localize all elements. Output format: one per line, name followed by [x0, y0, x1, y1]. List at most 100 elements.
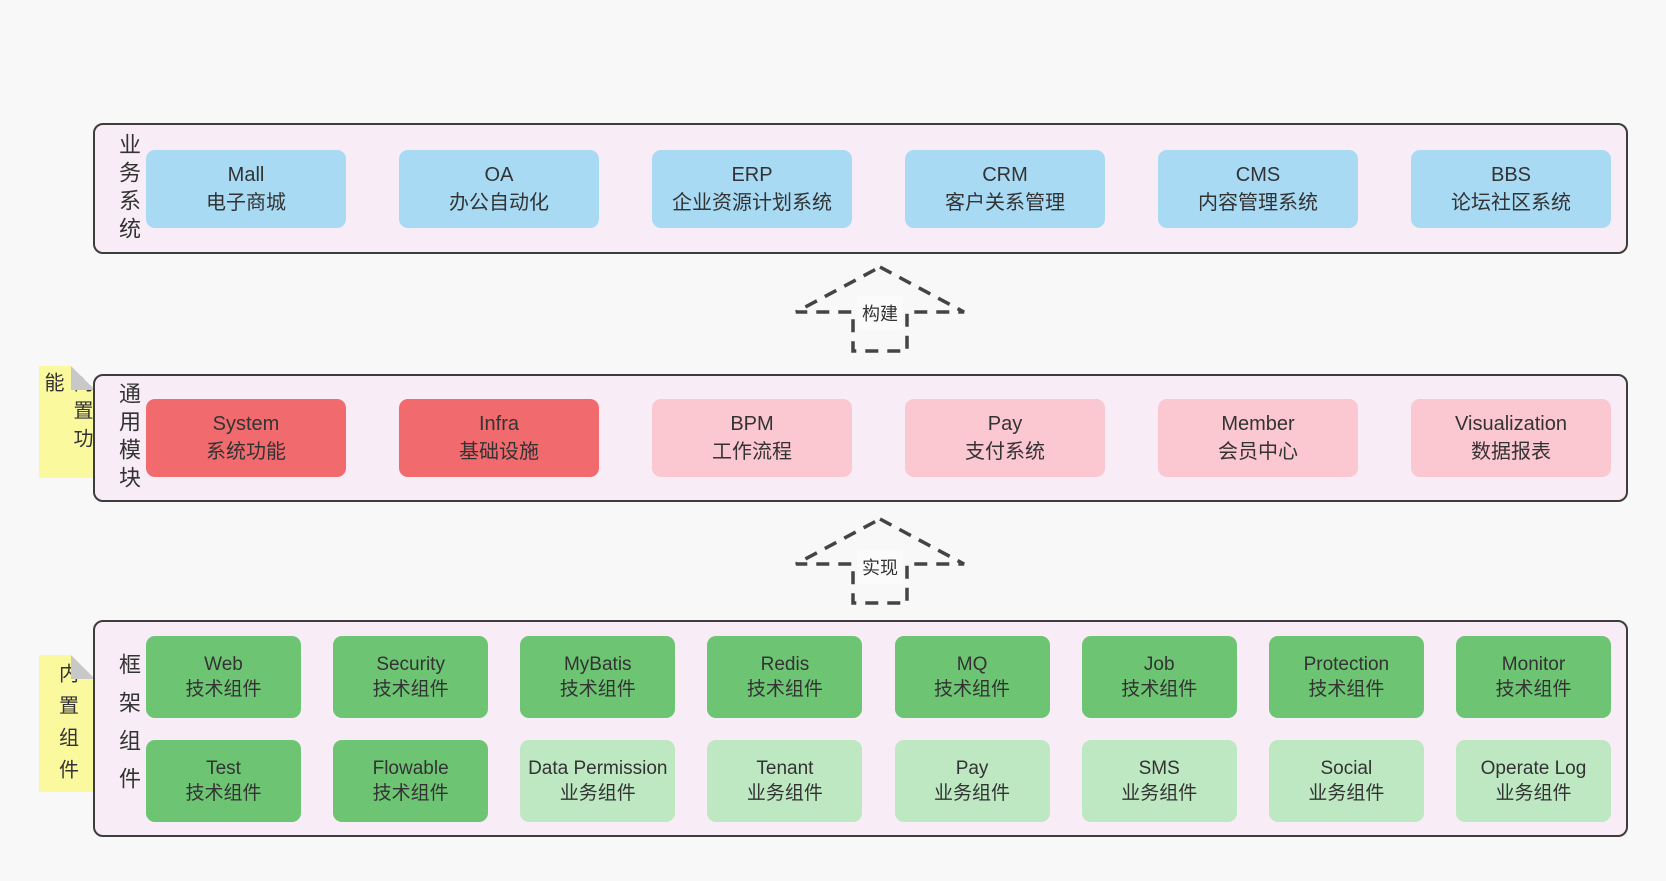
module-desc: 数据报表 — [1471, 441, 1551, 463]
band-label: 业务系统 — [116, 132, 141, 245]
module-row: Mall 电子商城 OA 办公自动化 ERP 企业资源计划系统 CRM 客户关系管理 CMS 内容… — [146, 149, 1611, 228]
module-desc: 技术组件 — [372, 678, 449, 700]
module-box-web: Web 技术组件 — [146, 635, 301, 718]
module-name: BPM — [730, 413, 774, 435]
module-box-crm: CRM 客户关系管理 — [905, 149, 1105, 228]
module-desc: 企业资源计划系统 — [672, 191, 832, 214]
module-box-system: System 系统功能 — [146, 399, 346, 477]
module-desc: 业务组件 — [559, 782, 636, 804]
dashed-up-arrow-build — [795, 265, 965, 353]
module-box-monitor: Monitor 技术组件 — [1455, 635, 1611, 718]
module-name: OA — [484, 163, 514, 186]
module-name: System — [212, 413, 280, 435]
module-desc: 技术组件 — [934, 678, 1011, 700]
sticky-note-builtin-features: 内置功能 — [39, 366, 95, 478]
module-box-visualization: Visualization 数据报表 — [1411, 399, 1611, 477]
module-box-erp: ERP 企业资源计划系统 — [652, 149, 852, 228]
module-box-oa: OA 办公自动化 — [399, 149, 599, 228]
module-box-flowable: Flowable 技术组件 — [333, 739, 489, 822]
module-name: SMS — [1138, 757, 1180, 779]
module-name: MyBatis — [563, 653, 632, 675]
module-desc: 技术组件 — [1121, 678, 1198, 700]
module-desc: 技术组件 — [372, 782, 449, 804]
module-name: Social — [1320, 757, 1373, 779]
module-desc: 会员中心 — [1218, 441, 1298, 463]
module-row: Test 技术组件 Flowable 技术组件 Data Permission 业务组件 T… — [146, 739, 1611, 822]
module-desc: 业务组件 — [934, 782, 1011, 804]
module-name: Job — [1143, 653, 1175, 675]
module-box-data-permission: Data Permission 业务组件 — [520, 739, 676, 822]
module-name: Flowable — [372, 757, 449, 779]
module-name: Data Permission — [528, 757, 668, 779]
module-desc: 论坛社区系统 — [1451, 191, 1571, 214]
module-name: Mall — [227, 163, 265, 186]
band-business-systems: 业务系统 Mall 电子商城 OA 办公自动化 ERP 企业资源计划系统 CRM 客户关系管理… — [93, 123, 1628, 254]
band-label: 通用模块 — [116, 382, 141, 494]
module-desc: 系统功能 — [206, 441, 286, 463]
up-arrow-icon — [795, 265, 965, 353]
module-desc: 基础设施 — [459, 441, 539, 463]
module-name: CMS — [1235, 163, 1281, 186]
module-name: Monitor — [1501, 653, 1566, 675]
module-name: MQ — [956, 653, 988, 675]
module-name: Pay — [955, 757, 989, 779]
module-desc: 内容管理系统 — [1198, 191, 1318, 214]
module-name: Tenant — [756, 757, 814, 779]
module-name: Pay — [987, 413, 1023, 435]
dashed-up-arrow-implement — [795, 517, 965, 605]
module-name: Infra — [478, 413, 520, 435]
module-desc: 工作流程 — [712, 441, 792, 463]
sticky-note-builtin-components: 内置组件 — [39, 655, 95, 792]
module-box-redis: Redis 技术组件 — [707, 635, 863, 718]
module-desc: 电子商城 — [206, 191, 286, 214]
module-box-pay: Pay 业务组件 — [894, 739, 1050, 822]
module-desc: 技术组件 — [559, 678, 636, 700]
up-arrow-icon — [795, 517, 965, 605]
module-box-protection: Protection 技术组件 — [1268, 635, 1424, 718]
module-name: Protection — [1303, 653, 1390, 675]
module-box-sms: SMS 业务组件 — [1081, 739, 1237, 822]
module-box-member: Member 会员中心 — [1158, 399, 1358, 477]
module-name: Web — [204, 653, 243, 675]
module-name: CRM — [982, 163, 1028, 186]
module-name: Redis — [760, 653, 810, 675]
band-modules: Mall 电子商城 OA 办公自动化 ERP 企业资源计划系统 CRM 客户关系管理 CMS 内容… — [144, 149, 1626, 228]
module-box-operate-log: Operate Log 业务组件 — [1455, 739, 1611, 822]
module-box-cms: CMS 内容管理系统 — [1158, 149, 1358, 228]
module-box-social: Social 业务组件 — [1268, 739, 1424, 822]
module-desc: 技术组件 — [1308, 678, 1385, 700]
module-box-mall: Mall 电子商城 — [146, 149, 346, 228]
module-desc: 业务组件 — [1121, 782, 1198, 804]
module-box-test: Test 技术组件 — [146, 739, 301, 822]
module-box-security: Security 技术组件 — [333, 635, 489, 718]
module-name: ERP — [731, 163, 773, 186]
module-desc: 业务组件 — [1495, 782, 1572, 804]
module-name: Member — [1221, 413, 1295, 435]
band-label: 框架组件 — [116, 652, 141, 805]
module-desc: 办公自动化 — [449, 191, 549, 214]
module-name: Test — [206, 757, 241, 779]
module-name: Security — [376, 653, 445, 675]
module-box-job: Job 技术组件 — [1081, 635, 1237, 718]
module-desc: 技术组件 — [1495, 678, 1572, 700]
module-name: BBS — [1490, 163, 1532, 186]
sticky-note-label: 内置功能 — [41, 372, 92, 456]
module-name: Operate Log — [1480, 757, 1587, 779]
module-desc: 业务组件 — [1308, 782, 1385, 804]
module-name: Visualization — [1455, 413, 1567, 435]
module-desc: 技术组件 — [185, 678, 262, 700]
module-desc: 技术组件 — [746, 678, 823, 700]
module-box-mybatis: MyBatis 技术组件 — [520, 635, 676, 718]
arrow-label-implement: 实现 — [857, 550, 903, 584]
module-desc: 技术组件 — [185, 782, 262, 804]
module-box-infra: Infra 基础设施 — [399, 399, 599, 477]
module-desc: 客户关系管理 — [945, 191, 1065, 214]
